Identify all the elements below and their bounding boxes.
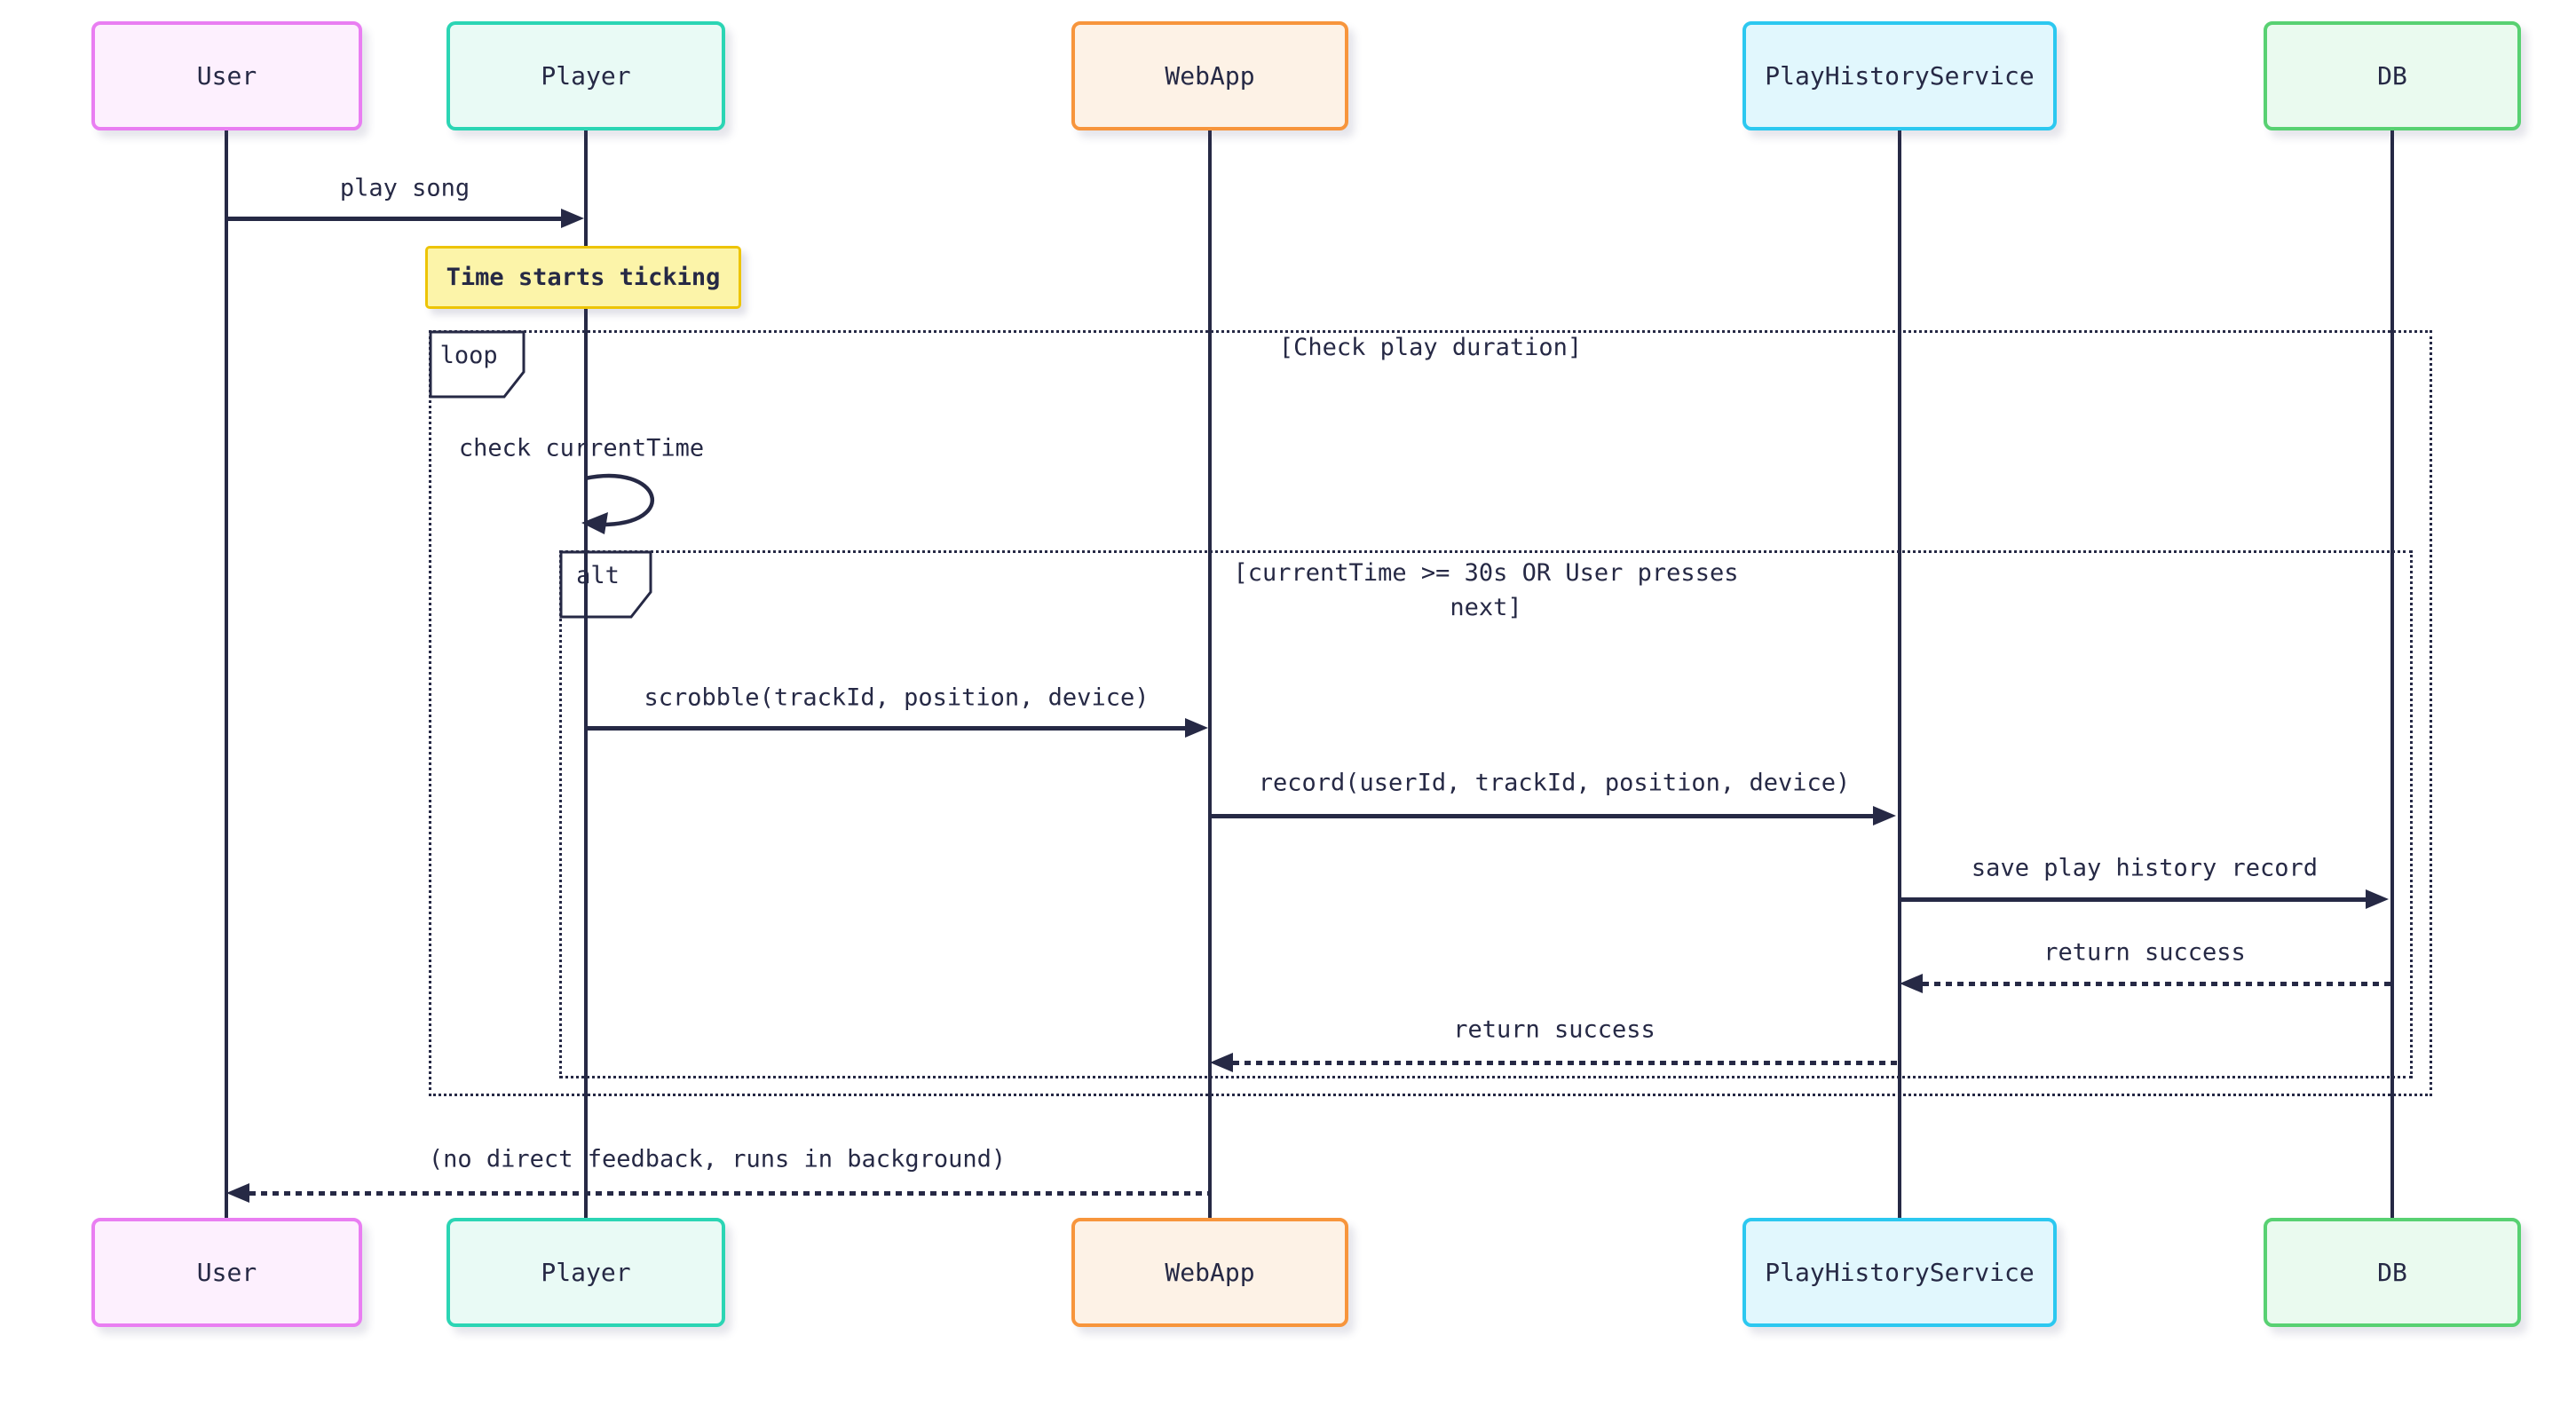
message-label-check-currenttime: check currentTime bbox=[458, 434, 705, 462]
actor-label-db: DB bbox=[2377, 1258, 2407, 1287]
actor-box-user-bottom: User bbox=[91, 1218, 362, 1327]
alt-condition: [currentTime >= 30s OR User presses next… bbox=[1233, 559, 1739, 621]
actor-box-playhistoryservice-top: PlayHistoryService bbox=[1742, 21, 2057, 130]
lifeline-playhistoryservice bbox=[1898, 130, 1901, 1218]
actor-label-db: DB bbox=[2377, 61, 2407, 91]
lifeline-webapp bbox=[1208, 130, 1212, 1218]
arrowhead-right-icon bbox=[561, 209, 584, 228]
alt-label-shape bbox=[559, 550, 652, 619]
arrowhead-right-icon bbox=[1185, 718, 1208, 738]
message-arrow-save-record bbox=[1900, 897, 2367, 902]
actor-label-user: User bbox=[196, 1258, 257, 1287]
message-label-no-feedback: (no direct feedback, runs in background) bbox=[428, 1145, 1007, 1173]
lifeline-db bbox=[2390, 130, 2394, 1218]
actor-label-player: Player bbox=[541, 61, 631, 91]
actor-box-user-top: User bbox=[91, 21, 362, 130]
actor-label-playhistoryservice: PlayHistoryService bbox=[1765, 1258, 2035, 1287]
arrowhead-left-icon bbox=[226, 1183, 249, 1203]
alt-frame bbox=[559, 550, 2413, 1078]
actor-box-db-top: DB bbox=[2264, 21, 2521, 130]
alt-frame-label: alt bbox=[559, 550, 653, 620]
message-arrow-no-feedback bbox=[249, 1191, 1208, 1196]
actor-box-db-bottom: DB bbox=[2264, 1218, 2521, 1327]
actor-label-webapp: WebApp bbox=[1165, 61, 1255, 91]
message-label-save-record: save play history record bbox=[1971, 854, 2319, 882]
actor-label-webapp: WebApp bbox=[1165, 1258, 1255, 1287]
actor-box-player-top: Player bbox=[446, 21, 725, 130]
message-label-play-song: play song bbox=[339, 174, 470, 202]
loop-frame bbox=[429, 330, 2432, 1096]
arrowhead-right-icon bbox=[2366, 889, 2389, 909]
arrowhead-left-icon bbox=[1210, 1053, 1233, 1072]
alt-label-text: alt bbox=[576, 561, 620, 589]
message-label-scrobble: scrobble(trackId, position, device) bbox=[644, 683, 1150, 712]
actor-box-playhistoryservice-bottom: PlayHistoryService bbox=[1742, 1218, 2057, 1327]
loop-condition: [Check play duration] bbox=[1278, 334, 1583, 361]
message-arrow-record bbox=[1210, 814, 1875, 818]
actor-label-player: Player bbox=[541, 1258, 631, 1287]
self-loop-arrow bbox=[581, 473, 655, 534]
message-arrow-return-success-db bbox=[1923, 982, 2390, 986]
actor-label-user: User bbox=[196, 61, 257, 91]
message-label-return-success-phs: return success bbox=[1453, 1015, 1655, 1044]
note-time-starts-ticking: Time starts ticking bbox=[425, 246, 741, 309]
loop-label-shape bbox=[429, 330, 525, 399]
actor-box-player-bottom: Player bbox=[446, 1218, 725, 1327]
arrowhead-left-icon bbox=[1900, 974, 1923, 993]
arrowhead-right-icon bbox=[1873, 806, 1896, 825]
lifeline-user bbox=[225, 130, 228, 1218]
actor-box-webapp-bottom: WebApp bbox=[1071, 1218, 1348, 1327]
actor-box-webapp-top: WebApp bbox=[1071, 21, 1348, 130]
message-label-return-success-db: return success bbox=[2043, 938, 2246, 967]
lifeline-player bbox=[584, 130, 588, 1218]
loop-label-text: loop bbox=[439, 341, 498, 369]
message-arrow-return-success-phs bbox=[1233, 1061, 1898, 1065]
message-label-record: record(userId, trackId, position, device… bbox=[1258, 769, 1851, 797]
message-arrow-play-song bbox=[226, 217, 563, 221]
loop-frame-label: loop bbox=[429, 330, 526, 399]
message-arrow-scrobble bbox=[586, 726, 1187, 731]
actor-label-playhistoryservice: PlayHistoryService bbox=[1765, 61, 2035, 91]
